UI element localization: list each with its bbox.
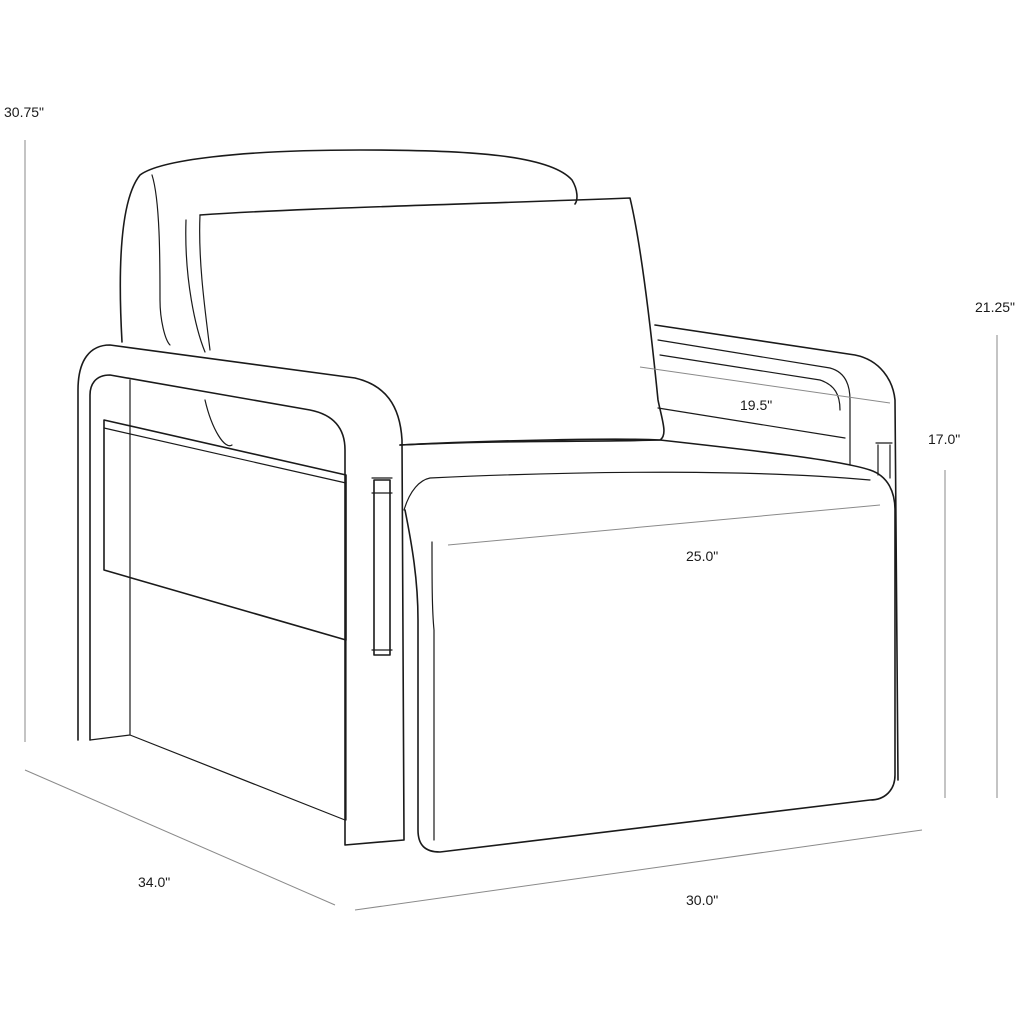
seat-front-edge <box>403 471 871 511</box>
overall-width-line <box>354 829 923 911</box>
right-arm-post <box>875 442 893 479</box>
backrest-inner-edge <box>151 174 171 346</box>
arm-height-label: 21.25" <box>975 299 1015 315</box>
dimension-labels: 30.75" 21.25" 17.0" 19.5" 25.0" 34.0" 30… <box>4 104 1015 908</box>
seat-depth-line <box>639 366 891 404</box>
seat-inner-curve <box>431 541 435 841</box>
left-arm-panel-top <box>103 427 347 484</box>
seat-depth-label: 19.5" <box>740 397 772 413</box>
overall-height-label: 30.75" <box>4 104 44 120</box>
back-cushion-side <box>185 219 206 353</box>
overall-depth-label: 34.0" <box>138 874 170 890</box>
left-arm-outer <box>77 344 405 846</box>
dimension-lines <box>24 140 998 911</box>
seat-cushion <box>399 438 896 853</box>
right-arm-inner-2 <box>659 354 841 411</box>
back-cushion <box>199 197 665 446</box>
backrest <box>119 149 578 343</box>
left-arm-post <box>373 479 391 656</box>
left-arm-post-cap <box>371 477 393 651</box>
seat-width-label: 25.0" <box>686 548 718 564</box>
seat-height-label: 17.0" <box>928 431 960 447</box>
right-arm-rail <box>657 407 846 439</box>
right-arm-top <box>654 324 899 781</box>
overall-width-label: 30.0" <box>686 892 718 908</box>
back-cushion-left-edge <box>199 214 211 351</box>
left-arm-inner <box>89 379 131 741</box>
back-cushion-fold <box>204 399 233 447</box>
left-arm-panel <box>103 419 347 641</box>
right-arm-inner <box>657 339 851 466</box>
chair-drawing <box>77 149 899 853</box>
left-base-line <box>129 734 346 821</box>
seat-width-line <box>447 504 881 546</box>
overall-depth-line <box>24 769 336 906</box>
